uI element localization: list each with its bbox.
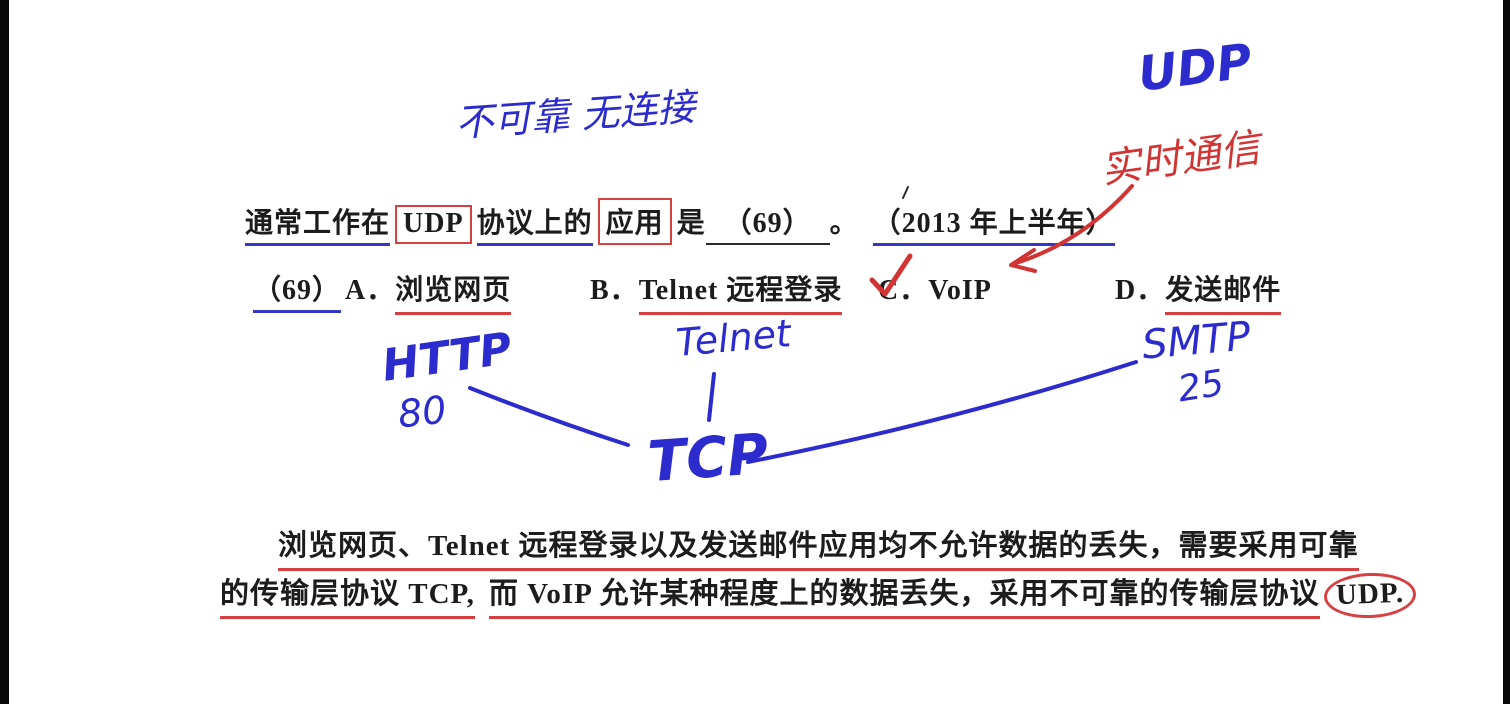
handwritten-telnet-label: Telnet bbox=[674, 311, 793, 365]
question-app-boxed: 应用 bbox=[597, 198, 672, 245]
handwritten-realtime-note: 实时通信 bbox=[1098, 125, 1263, 193]
red-arrowhead bbox=[1009, 248, 1037, 273]
option-number-text: （69） bbox=[253, 268, 342, 313]
option-d-text: 发送邮件 bbox=[1165, 268, 1282, 315]
blue-line-telnet-to-tcp bbox=[707, 372, 716, 422]
handwritten-http-port: 80 bbox=[395, 387, 449, 437]
question-blank: （69） bbox=[705, 201, 830, 245]
explanation-l1-s2: Telnet 远程登录以及发送邮件应用均不允许数据的丢失， bbox=[428, 522, 1179, 571]
handwritten-smtp-label: SMTP bbox=[1140, 313, 1253, 369]
option-b-label: B． bbox=[590, 275, 639, 306]
option-c-text: VoIP bbox=[928, 275, 992, 306]
question-prefix: 通常工作在 bbox=[245, 201, 391, 246]
blue-line-tcp-to-smtp bbox=[746, 360, 1138, 464]
handwritten-udp-title: UDP bbox=[1135, 33, 1255, 103]
question-udp-boxed: UDP bbox=[395, 205, 472, 244]
question-year: （2013 年上半年） bbox=[872, 201, 1115, 246]
option-a: A．浏览网页 bbox=[345, 268, 512, 315]
option-a-text: 浏览网页 bbox=[395, 268, 512, 315]
option-d-label: D． bbox=[1115, 275, 1166, 306]
left-edge-bar bbox=[0, 0, 9, 704]
option-d: D．发送邮件 bbox=[1115, 268, 1282, 315]
explanation-l2-s2: 而 VoIP 允许某种程度上的数据丢失， bbox=[488, 570, 990, 619]
explanation-l2-s1: 的传输层协议 TCP, bbox=[220, 570, 475, 619]
right-edge-bar bbox=[1503, 0, 1510, 704]
handwritten-smtp-port: 25 bbox=[1175, 362, 1227, 411]
question-period: 。 bbox=[829, 208, 859, 239]
explanation-l2-s3: 采用不可靠的传输层协议 bbox=[989, 570, 1320, 619]
explanation-line-1: 浏览网页、Telnet 远程登录以及发送邮件应用均不允许数据的丢失，需要采用可靠 bbox=[278, 522, 1359, 571]
handwritten-http-label: HTTP bbox=[379, 323, 516, 392]
option-c: C．VoIP bbox=[878, 268, 992, 308]
question-shi: 是 bbox=[676, 208, 706, 239]
explanation-line-2: 的传输层协议 TCP, 而 VoIP 允许某种程度上的数据丢失，采用不可靠的传输层… bbox=[220, 570, 1417, 620]
blue-line-http-to-tcp bbox=[468, 386, 630, 447]
handwritten-udp-properties-note: 不可靠 无连接 bbox=[454, 84, 697, 146]
question-middle: 协议上的 bbox=[476, 201, 593, 246]
option-b: B．Telnet 远程登录 bbox=[590, 268, 843, 315]
option-b-text: Telnet 远程登录 bbox=[638, 268, 843, 315]
option-number: （69） bbox=[253, 268, 342, 313]
option-c-label: C． bbox=[878, 275, 929, 306]
handwritten-tcp-label: TCP bbox=[645, 421, 771, 496]
explanation-l1-s1: 浏览网页、 bbox=[278, 522, 429, 571]
explanation-udp-circled: UDP. bbox=[1322, 571, 1417, 620]
option-a-label: A． bbox=[345, 275, 396, 306]
explanation-l1-s3: 需要采用可靠 bbox=[1178, 522, 1359, 571]
stray-tick-mark bbox=[902, 186, 909, 199]
